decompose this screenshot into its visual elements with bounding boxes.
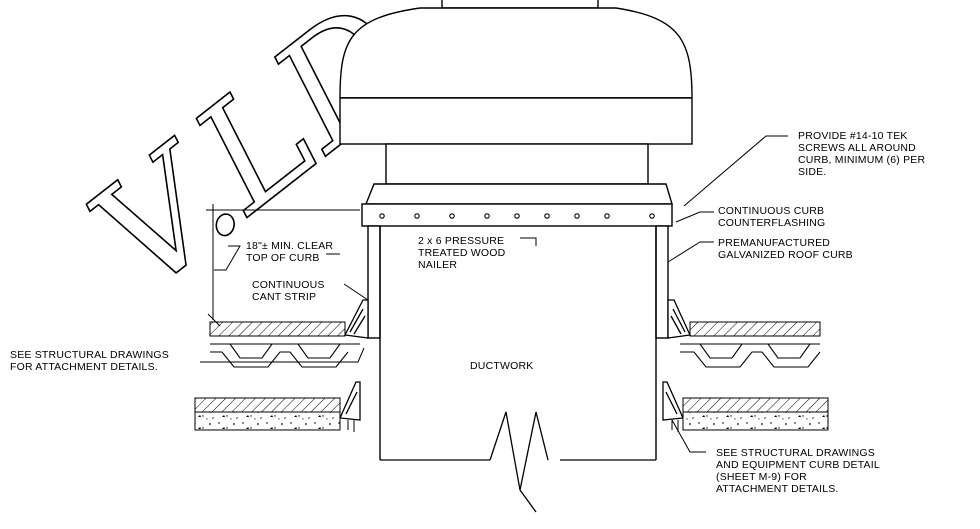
annotation-clear-height: 18"± MIN. CLEAR TOP OF CURB <box>246 240 333 264</box>
structural-right-line-1: SEE STRUCTURAL DRAWINGS <box>716 447 875 459</box>
tek-screws <box>379 213 655 219</box>
clear-height-dimension <box>206 204 360 327</box>
clear-height-line-1: 18"± MIN. CLEAR <box>246 240 333 252</box>
structural-left-line-1: SEE STRUCTURAL DRAWINGS <box>10 349 169 361</box>
roof-insulation <box>209 321 821 337</box>
tek-screws-line-2: SCREWS ALL AROUND <box>798 142 916 154</box>
roof-curb <box>367 225 669 460</box>
clear-height-line-2: TOP OF CURB <box>246 252 320 264</box>
annotation-tek-screws: PROVIDE #14-10 TEK SCREWS ALL AROUND CUR… <box>798 130 925 178</box>
floor-slab <box>194 397 829 432</box>
counterflashing-line-1: CONTINUOUS CURB <box>718 205 824 217</box>
nailer-line-3: NAILER <box>418 259 457 271</box>
annotation-cant-strip: CONTINUOUS CANT STRIP <box>252 279 325 303</box>
ductwork-label: DUCTWORK <box>470 360 533 372</box>
counterflashing-band <box>361 203 673 227</box>
cant-strip-line-1: CONTINUOUS <box>252 279 325 291</box>
structural-right-line-4: ATTACHMENT DETAILS. <box>716 483 839 495</box>
tek-screws-line-1: PROVIDE #14-10 TEK <box>798 130 908 142</box>
annotation-structural-right: SEE STRUCTURAL DRAWINGS AND EQUIPMENT CU… <box>716 447 880 495</box>
cant-strip-line-2: CANT STRIP <box>252 291 316 303</box>
annotation-roof-curb: PREMANUFACTURED GALVANIZED ROOF CURB <box>718 237 853 261</box>
exhaust-fan-hood <box>339 0 693 205</box>
roof-curb-line-1: PREMANUFACTURED <box>718 237 830 249</box>
annotation-structural-left: SEE STRUCTURAL DRAWINGS FOR ATTACHMENT D… <box>10 349 169 373</box>
tek-screws-line-4: SIDE. <box>798 166 826 178</box>
annotation-counterflashing: CONTINUOUS CURB COUNTERFLASHING <box>718 205 825 229</box>
metal-deck <box>210 343 821 368</box>
tek-screws-line-3: CURB, MINIMUM (6) PER <box>798 154 925 166</box>
structural-right-line-3: (SHEET M-9) FOR <box>716 471 807 483</box>
structural-right-line-2: AND EQUIPMENT CURB DETAIL <box>716 459 880 471</box>
leader-lines <box>200 135 788 453</box>
cant-strips <box>339 299 691 421</box>
ductwork <box>380 411 656 513</box>
annotation-nailer: 2 x 6 PRESSURE TREATED WOOD NAILER <box>418 235 506 271</box>
roof-curb-line-2: GALVANIZED ROOF CURB <box>718 249 853 261</box>
structural-left-line-2: FOR ATTACHMENT DETAILS. <box>10 361 158 373</box>
nailer-line-1: 2 x 6 PRESSURE <box>418 235 504 247</box>
nailer-line-2: TREATED WOOD <box>418 247 506 259</box>
counterflashing-line-2: COUNTERFLASHING <box>718 217 825 229</box>
